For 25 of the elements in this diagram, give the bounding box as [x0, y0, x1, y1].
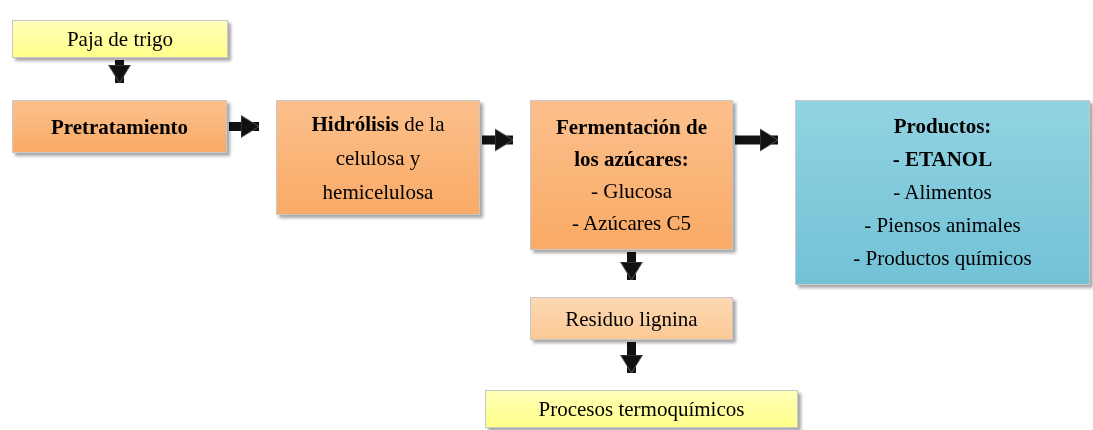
block-arrow — [229, 115, 260, 138]
block-arrow — [620, 342, 643, 374]
process-box — [795, 100, 1090, 285]
step-text: Productos: — [893, 113, 992, 140]
step-text: - ETANOL — [892, 146, 993, 173]
step-text: - Productos químicos — [853, 245, 1032, 272]
process-box — [12, 20, 228, 58]
step-text: Paja de trigo — [66, 26, 174, 53]
step-text: Pretratamiento — [50, 113, 189, 141]
process-box — [12, 100, 227, 153]
process-box — [485, 390, 798, 428]
step-text: - Glucosa — [590, 178, 673, 205]
step-text: - Piensos animales — [864, 212, 1021, 239]
step-text: Procesos termoquímicos — [538, 396, 745, 423]
step-text: - Alimentos — [893, 179, 992, 206]
block-arrow — [735, 128, 779, 152]
process-box — [276, 100, 480, 215]
step-text: Hidrólisis de la celulosa y hemicelulosa — [310, 110, 446, 206]
step-text: Fermentación de los azúcares: — [555, 114, 708, 173]
process-box — [530, 297, 733, 340]
step-text: Residuo lignina — [565, 305, 698, 333]
block-arrow — [108, 60, 131, 84]
step-text: - Azúcares C5 — [572, 210, 691, 237]
process-box — [530, 100, 733, 250]
block-arrow — [482, 128, 514, 152]
